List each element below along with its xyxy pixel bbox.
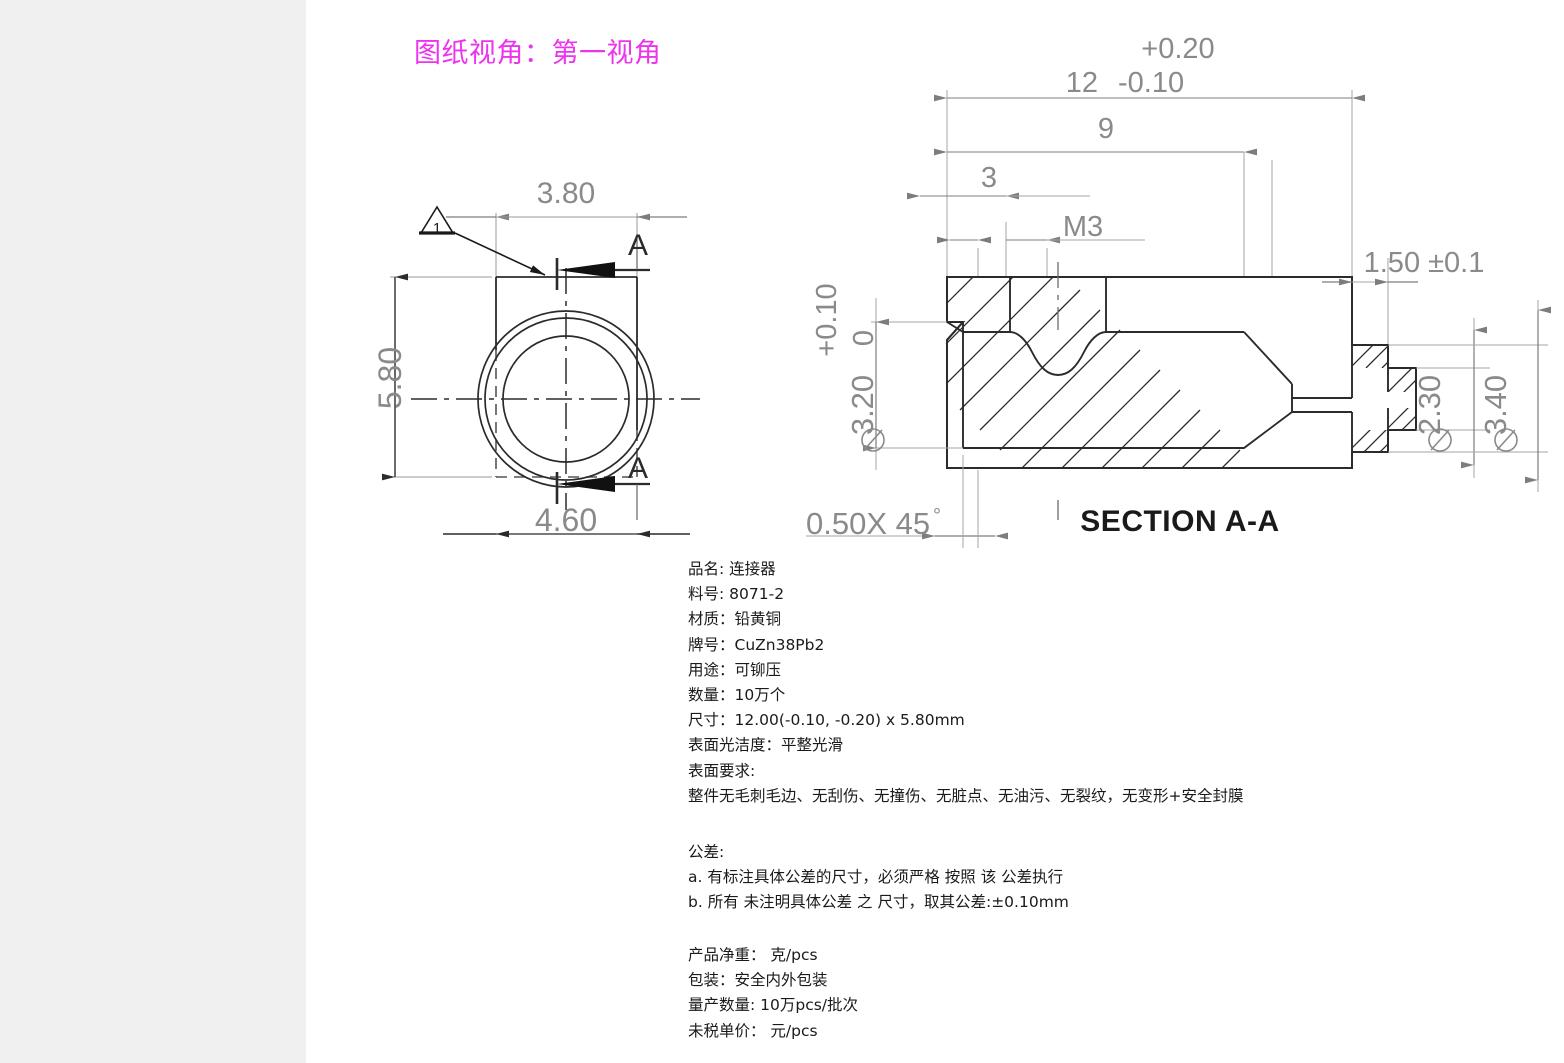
spec-packing-block: 产品净重： 克/pcs 包装：安全内外包装量产数量: 10万pcs/批次未税单价：… [688,943,858,1044]
spec-main-line: 数量：10万个 [688,686,786,705]
section-chamfer-left [946,321,964,333]
front-view-outline [495,276,638,430]
dim-text-12-tol-lower: -0.10 [1118,67,1184,99]
section-body-outline [946,276,1417,469]
spec-main-line: 料号: 8071-2 [688,585,785,604]
dim-text-12: 12 [1066,67,1098,99]
dim-text-m3: M3 [1063,211,1103,243]
spec-main-line: 材质：铅黄铜 [688,610,782,629]
section-cavity-outline [962,277,1389,452]
dim-text-3-20-tol-upper: +0.10 [811,283,843,356]
dim-9 [934,148,1257,277]
spec-main-line: 用途：可铆压 [688,660,782,679]
section-marker-lower [555,472,650,520]
spec-main-line: 品名: 连接器 [688,560,776,578]
section-letter-upper: A [628,229,648,262]
dim-text-3: 3 [981,162,997,194]
dim-text-3-20-tol-lower: 0 [848,330,880,346]
left-gutter-panel [0,0,306,1063]
spec-packing-line: 包装：安全内外包装 [688,971,828,990]
spec-main-line: 整件无毛刺毛边、无刮伤、无撞伤、无脏点、无油污、无裂纹，无变形+安全封膜 [688,786,1244,805]
spec-packing-line: 量产数量: 10万pcs/批次 [688,996,859,1015]
dim-dia-2-30 [1416,318,1490,478]
dim-3-80 [446,213,687,280]
spec-main-line: 尺寸：12.00(-0.10, -0.20) x 5.80mm [688,711,965,730]
front-view-hidden-lines [495,350,638,478]
spec-main-line: 表面光洁度：平整光滑 [688,736,844,755]
callout-balloon-1 [419,205,546,276]
section-extension-lines [946,90,1389,345]
spec-packing-line: 未税单价： 元/pcs [688,1021,818,1040]
dim-text-9: 9 [1098,113,1114,145]
section-marker-upper [555,238,650,290]
dim-text-4-60: 4.60 [535,502,597,538]
dim-text-3-40: 3.40 [1478,375,1513,435]
dim-text-chamfer-degree: ° [933,505,941,527]
spec-tolerance-line: b. 所有 未注明具体公差 之 尺寸，取其公差:±0.10mm [688,893,1069,912]
page-title: 图纸视角：第一视角 [414,38,662,69]
callout-balloon-number: 1 [433,220,441,237]
section-letter-lower: A [628,452,648,485]
front-view-centerlines [411,268,700,510]
spec-tolerance-line: a. 有标注具体公差的尺寸，必须严格 按照 该 公差执行 [688,868,1064,887]
dim-text-5-80: 5.80 [372,347,408,409]
front-view-group [382,205,700,538]
spec-tolerance-line: 公差: [688,843,725,861]
dim-chamfer [806,455,1008,548]
dim-text-3-80: 3.80 [537,177,595,210]
dim-text-1-50: 1.50 ±0.1 [1364,247,1485,279]
dim-dia-3-40 [1388,300,1551,492]
dim-text-chamfer: 0.50X 45 [806,506,930,541]
section-view-label: SECTION A-A [1080,505,1279,538]
section-internal-cavity [963,332,1352,448]
dim-5-80 [382,273,492,481]
spec-tolerance-block: 公差: a. 有标注具体公差的尺寸，必须严格 按照 该 公差执行 b. 所有 未注明… [688,840,1069,916]
section-flange-hatching [1352,345,1388,368]
front-view-circles [477,310,655,488]
spec-packing-line: 产品净重： 克/pcs [688,946,818,964]
dim-text-2-30: 2.30 [1412,375,1447,435]
spec-main-line: 牌号：CuZn38Pb2 [688,635,825,654]
diameter-symbols [861,428,1518,452]
dim-dia-3-20 [863,298,963,470]
dim-text-3-20: 3.20 [845,375,880,435]
spec-main-line: 表面要求: [688,761,756,780]
section-body-outline-overlay [946,276,1417,469]
dim-text-12-tol-upper: +0.20 [1141,33,1214,65]
spec-main-block: 品名: 连接器料号: 8071-2 材质：铅黄铜牌号：CuZn38Pb2 用途：可铆… [688,557,1244,809]
